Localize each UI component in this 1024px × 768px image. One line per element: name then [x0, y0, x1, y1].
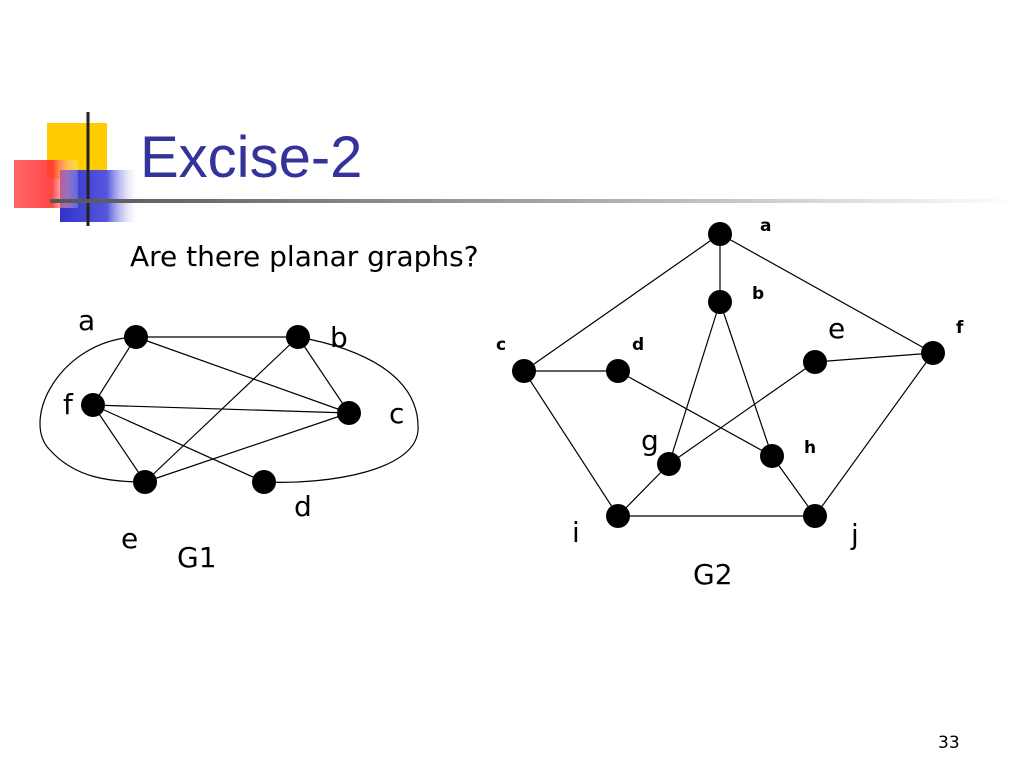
g2-edge-c-i	[523, 370, 619, 517]
g2-edge-h-j	[771, 455, 816, 517]
g2-label-b: b	[752, 284, 764, 304]
g1-node-e	[133, 470, 157, 494]
g2-label-c: c	[496, 335, 506, 355]
g1-label-b: b	[330, 321, 348, 354]
g2-label-g: g	[641, 424, 659, 457]
g1-node-a	[124, 325, 148, 349]
g1-node-d	[252, 470, 276, 494]
g2-node-d	[606, 359, 630, 383]
g2-node-e	[803, 350, 827, 374]
g1-edge-f-c	[92, 404, 350, 414]
g1-edge-a-f	[92, 336, 137, 406]
g2-node-j	[803, 504, 827, 528]
g1-edge-f-d	[92, 404, 265, 483]
g2-label-d: d	[632, 335, 644, 355]
g1-label-e: e	[121, 522, 138, 555]
g2-label-a: a	[760, 216, 771, 236]
g2-node-b	[708, 290, 732, 314]
title-decoration	[14, 112, 1020, 226]
g2-node-h	[760, 444, 784, 468]
g1-edge-f-e	[92, 404, 146, 483]
g2-edge-b-h	[719, 301, 773, 457]
g1-label-c: c	[389, 397, 404, 430]
g2-caption: G2	[693, 558, 733, 591]
g2-label-i: i	[572, 516, 580, 549]
question-text: Are there planar graphs?	[130, 240, 479, 273]
g2-label-j: j	[850, 518, 859, 551]
slide-title: Excise-2	[140, 125, 363, 190]
g2-edge-e-g	[668, 361, 816, 465]
g1-node-c	[337, 401, 361, 425]
g2-label-e: e	[828, 312, 845, 345]
g2-edge-f-j	[814, 352, 934, 517]
g2-node-i	[606, 504, 630, 528]
g2-edge-d-h	[617, 370, 773, 457]
g1-label-a: a	[78, 304, 95, 337]
g2-edge-g-i	[617, 463, 670, 517]
g1-node-b	[286, 325, 310, 349]
g2-edge-b-g	[668, 301, 721, 465]
slide-number: 33	[938, 733, 960, 753]
g1-edge-b-d-curve	[263, 336, 419, 483]
g1-label-d: d	[294, 490, 312, 523]
g2-node-g	[657, 452, 681, 476]
g1-edge-a-c	[135, 336, 350, 414]
g2-edge-a-f	[719, 233, 934, 354]
g2-label-f: f	[956, 318, 964, 338]
g1-caption: G1	[177, 541, 217, 574]
g1-edge-e-c	[144, 412, 350, 483]
g1-label-f: f	[63, 388, 74, 421]
g2-label-h: h	[804, 438, 816, 458]
g1-edge-b-c	[297, 336, 350, 414]
g1-edge-a-e-curve	[39, 336, 146, 483]
title-underline	[50, 199, 1020, 203]
g2-node-c	[512, 359, 536, 383]
g2-node-a	[708, 222, 732, 246]
g2-node-f	[921, 341, 945, 365]
g1-node-f	[81, 393, 105, 417]
g2-edge-e-f	[814, 352, 934, 363]
g2-edge-a-c	[523, 233, 721, 372]
